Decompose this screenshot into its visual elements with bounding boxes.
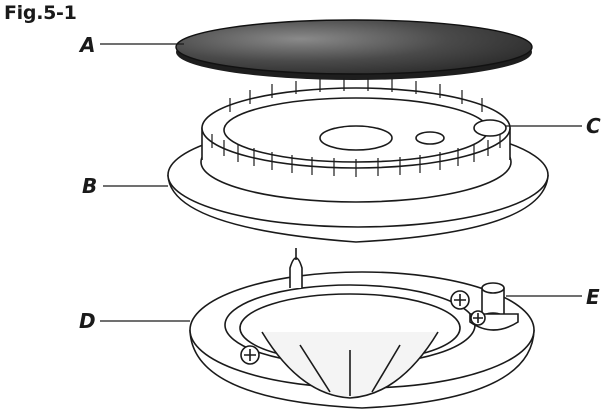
callout-label-c: C (586, 114, 601, 138)
callout-label-e: E (586, 285, 600, 309)
flame-spreader-b (167, 78, 549, 243)
igniter-e (469, 282, 519, 331)
callout-label-b: B (82, 174, 98, 198)
callout-label-d: D (79, 309, 96, 333)
leader-lines (100, 43, 582, 322)
burner-cap-a (175, 19, 533, 80)
figure-title: Fig.5-1 (4, 2, 77, 24)
callout-label-a: A (80, 33, 96, 57)
burner-base-d (189, 248, 535, 409)
